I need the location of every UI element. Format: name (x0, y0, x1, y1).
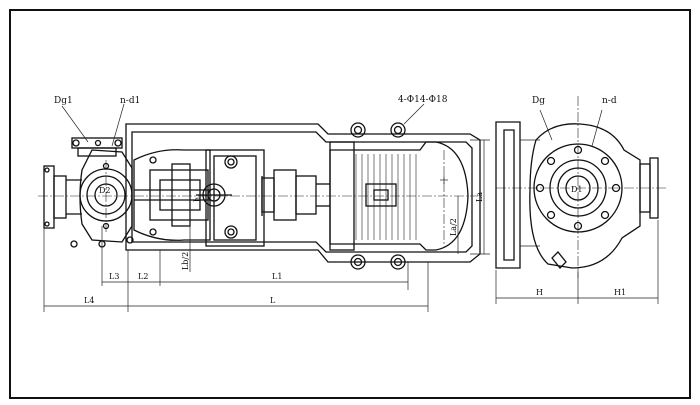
pump-casing (70, 137, 134, 248)
label-la: La (475, 192, 484, 202)
motor (329, 141, 469, 251)
label-h: h (193, 197, 202, 202)
side-view (38, 103, 490, 312)
inlet-nozzle (43, 165, 82, 229)
coupling (261, 169, 330, 221)
label-dg: Dg (532, 96, 545, 106)
end-view (495, 96, 668, 304)
label-lb2: Lb/2 (181, 252, 190, 270)
label-nd1: n-d1 (120, 96, 140, 106)
drawing-frame (9, 9, 691, 399)
base-frame (125, 123, 481, 263)
label-la2: La/2 (449, 218, 458, 236)
label-l1: L1 (272, 272, 282, 281)
label-hh: H (536, 288, 543, 297)
label-h1: H1 (614, 288, 626, 297)
label-dg1: Dg1 (54, 96, 73, 106)
gearbox (196, 149, 265, 247)
label-nd: n-d (602, 96, 617, 106)
label-l: L (270, 296, 276, 305)
label-l4: L4 (84, 296, 94, 305)
dimension-labels: Dg1 n-d1 4-Φ14-Φ18 Dg n-d D2 D1 L3 L2 Lb… (54, 95, 626, 305)
label-d2: D2 (99, 186, 111, 195)
label-d1: D1 (571, 185, 583, 194)
label-l2: L2 (138, 272, 148, 281)
mounting-bolts (350, 122, 406, 270)
label-l3: L3 (109, 272, 119, 281)
label-bolts: 4-Φ14-Φ18 (398, 95, 448, 105)
